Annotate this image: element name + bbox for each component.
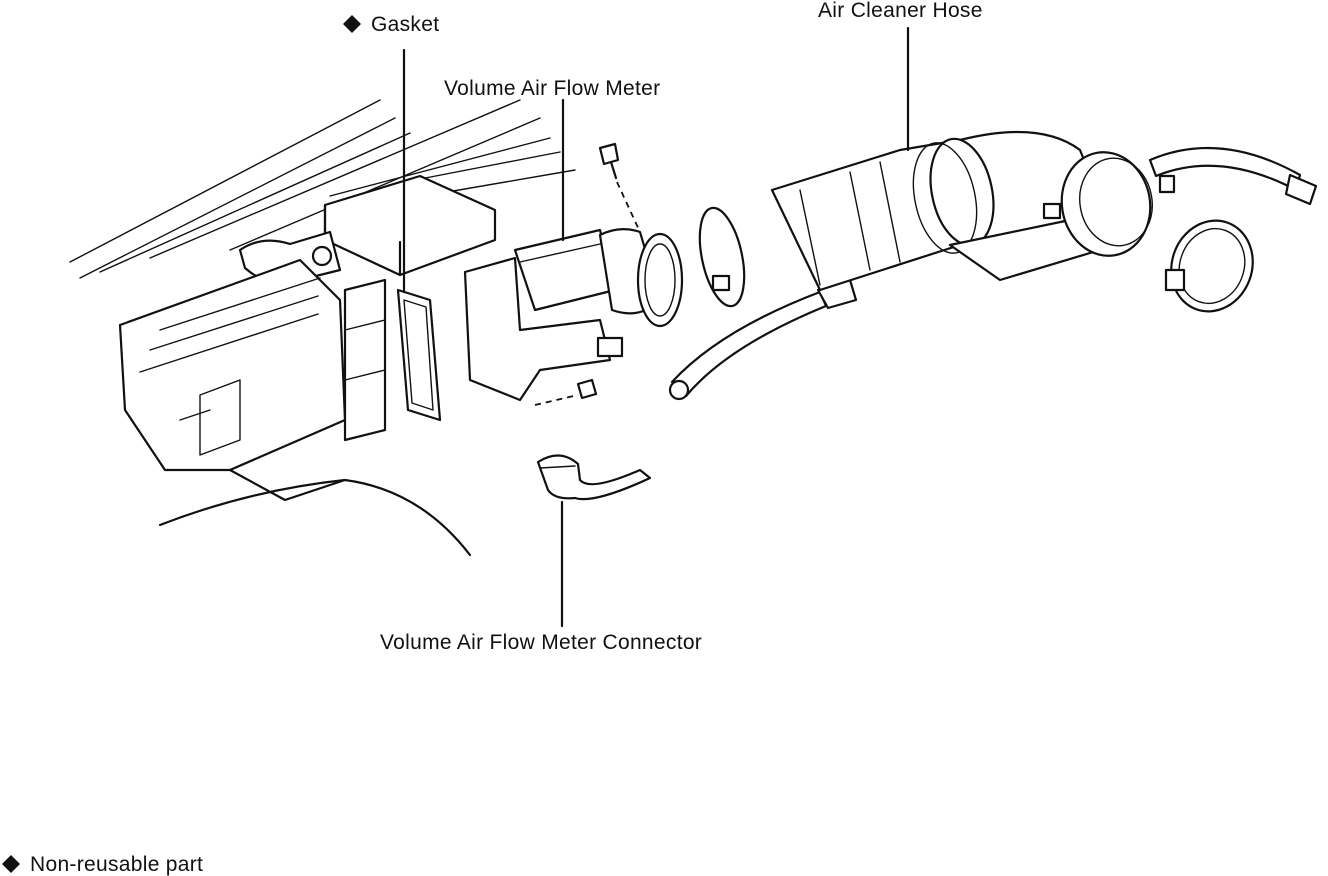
engine-compartment bbox=[69, 99, 576, 557]
vafm-connector-part bbox=[536, 454, 652, 628]
vafm-connector-label-text: Volume Air Flow Meter Connector bbox=[380, 631, 703, 654]
air-cleaner-hose-part bbox=[770, 26, 1318, 292]
non-reusable-diamond-icon bbox=[2, 855, 20, 873]
vafm-connector-label: Volume Air Flow Meter Connector bbox=[380, 632, 702, 653]
vafm-part bbox=[463, 98, 684, 406]
legend-text: Non-reusable part bbox=[30, 853, 204, 876]
legend: Non-reusable part bbox=[2, 854, 203, 875]
vafm-label-text: Volume Air Flow Meter bbox=[444, 77, 661, 100]
gasket-part bbox=[396, 48, 442, 422]
air-cleaner-hose-label-text: Air Cleaner Hose bbox=[818, 0, 983, 22]
non-reusable-diamond-icon bbox=[343, 15, 361, 33]
clamps-and-hoses bbox=[668, 206, 1254, 401]
vafm-label: Volume Air Flow Meter bbox=[444, 78, 660, 99]
air-cleaner-hose-label: Air Cleaner Hose bbox=[818, 0, 983, 21]
gasket-label-text: Gasket bbox=[371, 13, 440, 36]
gasket-label: Gasket bbox=[343, 14, 439, 35]
